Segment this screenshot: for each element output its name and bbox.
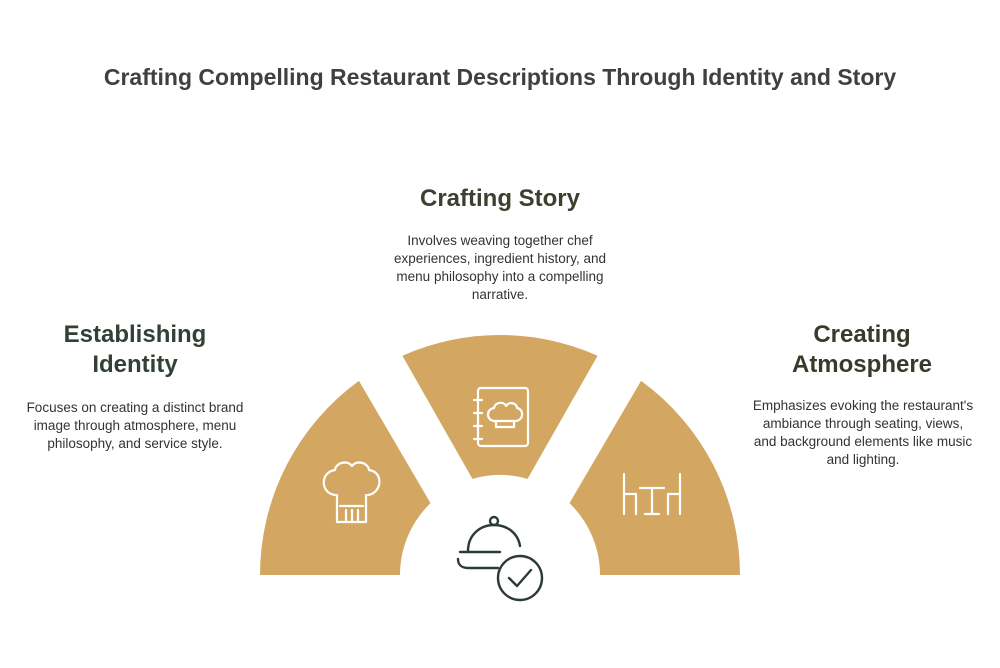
creating-atmosphere-segment bbox=[569, 380, 740, 575]
establishing-identity-segment bbox=[260, 380, 431, 575]
creating-atmosphere-description: Emphasizes evoking the restaurant's ambi… bbox=[752, 398, 974, 467]
creating-atmosphere-heading: Creating Atmosphere bbox=[791, 321, 933, 378]
establishing-identity-description: Focuses on creating a distinct brand ima… bbox=[26, 400, 244, 451]
crafting-story-description: Involves weaving together chef experienc… bbox=[393, 233, 607, 302]
establishing-identity-heading: Establishing Identity bbox=[63, 321, 207, 378]
chef-hat-icon bbox=[322, 461, 381, 524]
recipe-book-icon bbox=[472, 386, 530, 448]
table-chairs-icon bbox=[622, 472, 682, 516]
crafting-story-heading: Crafting Story bbox=[419, 185, 580, 212]
diagram-segments bbox=[260, 335, 740, 575]
crafting-story-segment bbox=[402, 335, 598, 479]
page-title: Crafting Compelling Restaurant Descripti… bbox=[103, 64, 897, 90]
serving-cloche-check-icon bbox=[456, 515, 544, 602]
